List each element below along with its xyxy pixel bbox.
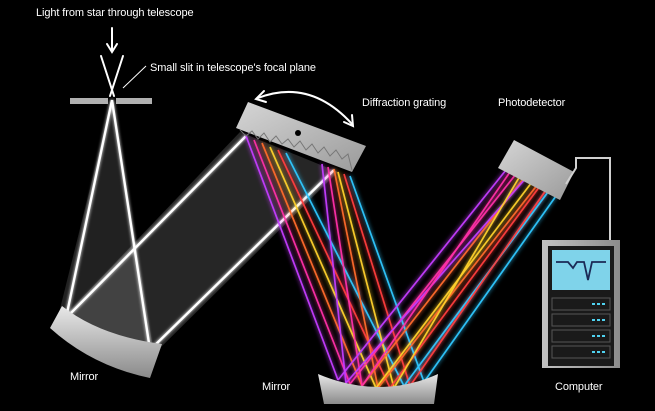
detector-cable: [565, 157, 611, 240]
label-mirror-bottom: Mirror: [262, 381, 291, 393]
label-photodetector: Photodetector: [498, 97, 566, 109]
computer-screen: [552, 250, 610, 290]
mirror-bottom: [318, 374, 438, 404]
beam-fill: [56, 100, 338, 354]
incoming-light-arrow: [100, 27, 124, 97]
photodetector: [498, 140, 574, 200]
slit-plate: [70, 98, 152, 104]
computer: [542, 240, 620, 368]
spectrum-rays: [245, 135, 557, 389]
slit-leader-line: [122, 65, 147, 89]
label-computer: Computer: [555, 381, 603, 393]
diffraction-grating: [236, 102, 366, 172]
label-grating: Diffraction grating: [362, 97, 446, 109]
label-mirror-left: Mirror: [70, 371, 99, 383]
label-light-source: Light from star through telescope: [36, 7, 194, 19]
spectrum-graph-icon: [556, 261, 606, 281]
computer-drive-bays: [551, 297, 611, 359]
computer-indicator-lights: [592, 303, 605, 353]
label-slit: Small slit in telescope's focal plane: [150, 62, 316, 74]
grating-rotation-arrow-icon: [254, 90, 355, 128]
white-light-beam: [64, 99, 335, 351]
mirror-left: [50, 306, 162, 378]
